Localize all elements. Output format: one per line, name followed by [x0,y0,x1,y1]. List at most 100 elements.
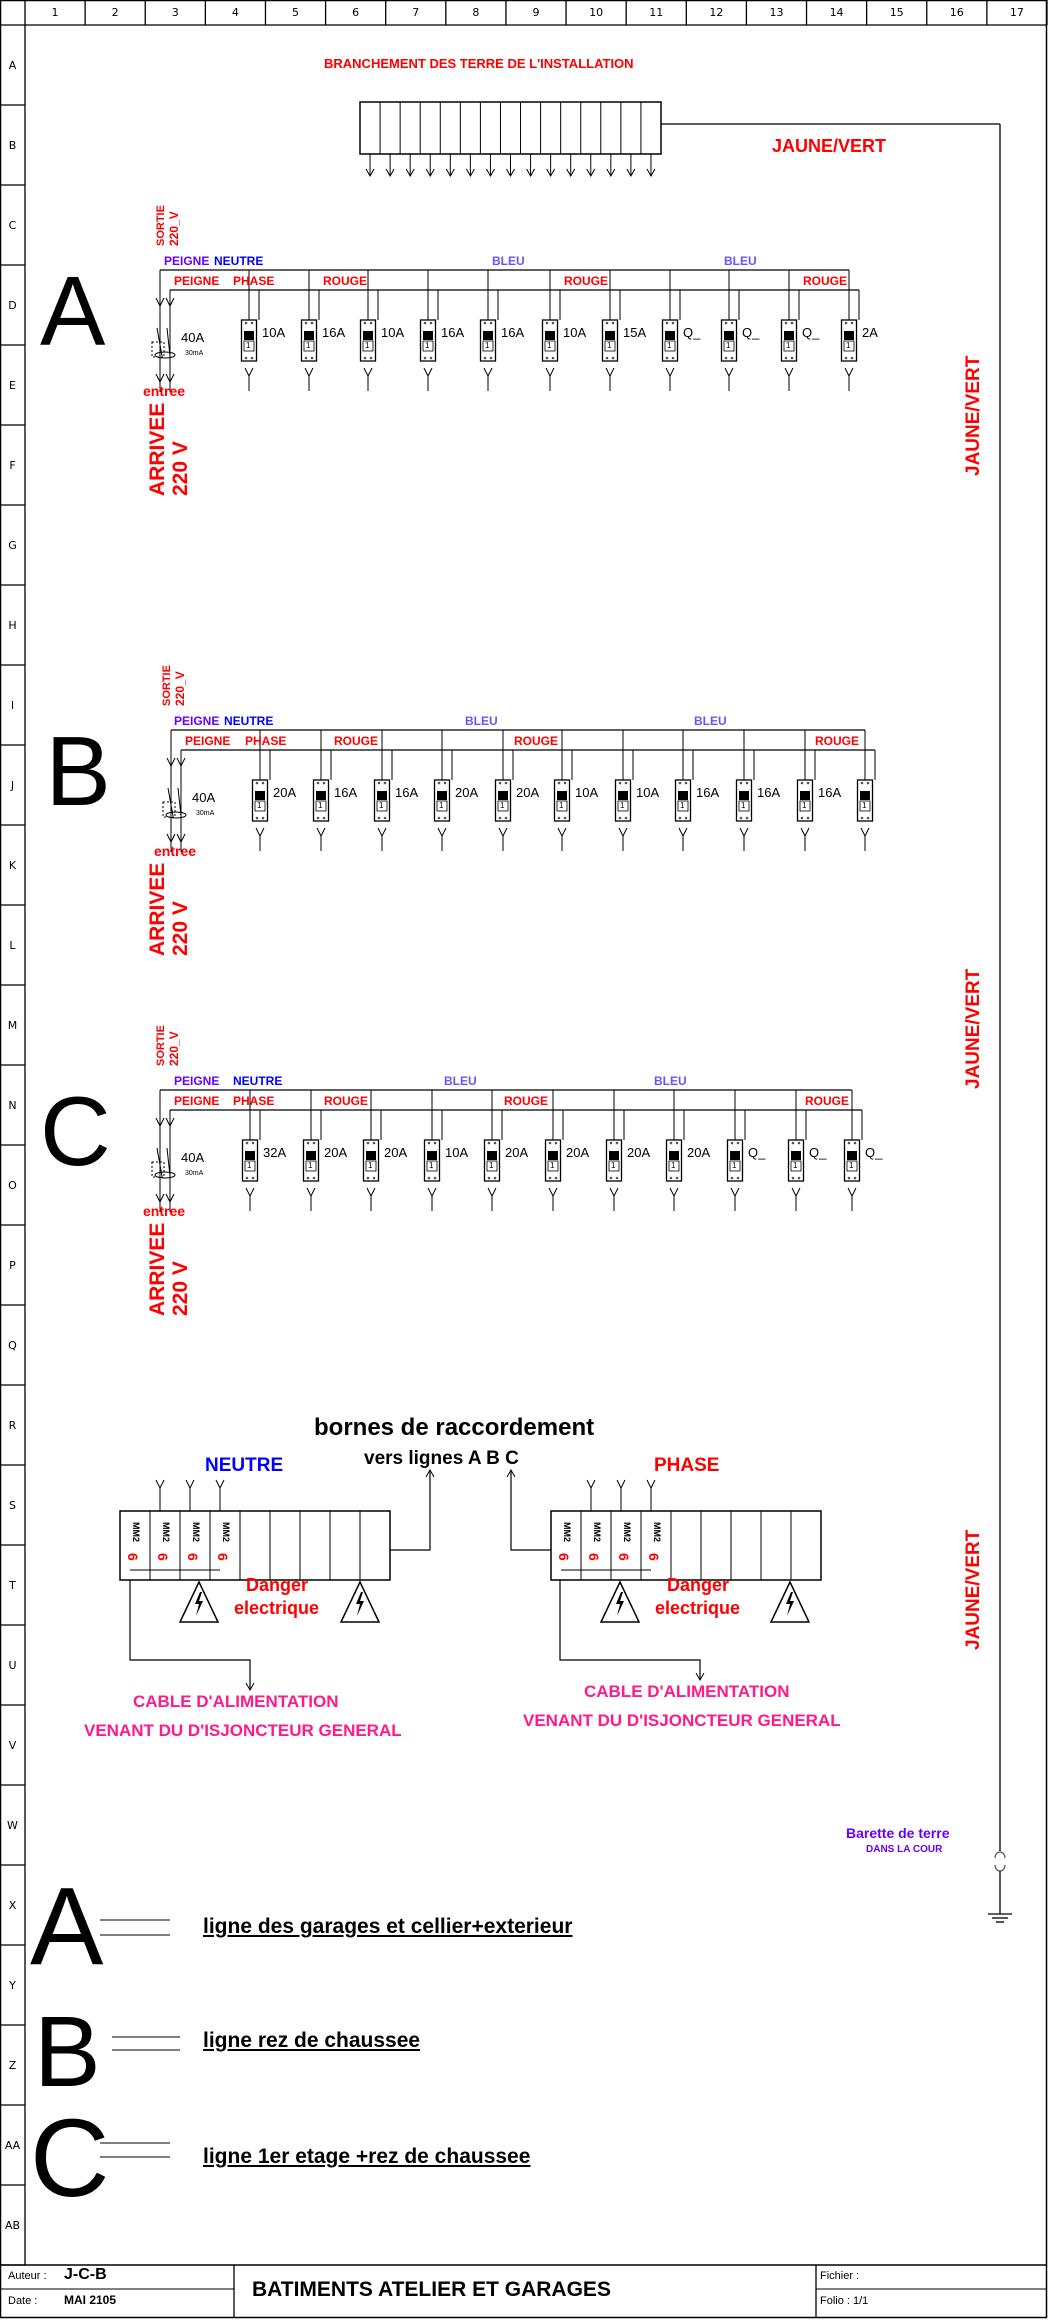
breaker-toggle-icon [665,331,675,340]
arrivee-label: ARRIVEE [146,1222,169,1316]
breaker-rating: 16A [501,325,525,340]
breaker-rating: 20A [505,1145,529,1160]
breaker-screw-icon [483,321,487,325]
breaker-marking-box [254,800,266,812]
breaker-rating: 10A [381,325,405,340]
lightning-bolt-icon [616,1592,624,1616]
neutral-terminal-unit: MM2 [131,1522,141,1542]
phase-terminal-section: 6 [556,1553,572,1561]
breaker-screw-icon [563,781,567,785]
breaker-toggle-icon [791,1151,801,1160]
breaker-marking: 1 [793,1161,798,1170]
breaker-screw-icon [377,781,381,785]
breaker-marking-box [783,340,795,352]
breaker-screw-icon [372,1176,376,1180]
main-breaker-sensitivity: 30mA [185,350,204,357]
grid-row-label: K [8,859,17,872]
breaker-output-icon [724,367,734,378]
main-breaker-terminal-icon [165,373,175,384]
breaker-screw-icon [244,321,248,325]
breaker-screw-icon [671,356,675,360]
neutral-terminal-unit: MM2 [191,1522,201,1542]
breaker-marking: 1 [425,341,430,350]
breaker-toggle-icon [618,791,628,800]
breaker-output-icon [557,827,567,838]
main-breaker-switch-icon [156,327,171,357]
phase-terminal-section: 6 [616,1553,632,1561]
breaker-screw-icon [797,1141,801,1145]
grid-row-label: O [8,1179,17,1192]
breaker-rating: 16A [441,325,465,340]
breaker-screw-icon [557,816,561,820]
earth-side-label-1: JAUNE/VERT [963,355,984,476]
earth-arrow-icon [465,168,475,178]
breaker-screw-icon [806,781,810,785]
breaker-output-icon [844,367,854,378]
earth-arrow-icon [405,168,415,178]
terminals-subtitle: vers lignes A B C [364,1448,519,1469]
breaker-marking-box [482,340,494,352]
bleu-label: BLEU [654,1074,687,1088]
arrow-down-icon [695,1672,705,1682]
lightning-bolt-icon [195,1592,203,1616]
bleu-label: BLEU [694,714,727,728]
arrivee-voltage-label: 220 V [169,901,192,956]
legend-letter-c: C [30,2097,110,2220]
panel-letter: C [40,1076,111,1186]
neutral-to-lines-wire [390,1470,431,1551]
earth-arrow-icon [626,168,636,178]
grid-row-label: T [9,1579,16,1592]
grid-row-label: X [8,1899,17,1912]
sortie-voltage-label: 220_V [172,671,187,706]
breaker-screw-icon [504,781,508,785]
breaker-screw-icon [255,781,259,785]
breaker-screw-icon [724,321,728,325]
cable-label2-left: VENANT DU D'ISJONCTEUR GENERAL [84,1721,402,1740]
breaker-output-icon [363,367,373,378]
breaker-screw-icon [791,1176,795,1180]
legend-letter-a: A [30,1865,104,1988]
earth-arrow-icon [646,168,656,178]
grid-row-label: D [8,299,17,312]
phase-terminal-section: 6 [586,1553,602,1561]
phase-terminal-block [550,1510,822,1581]
breaker-marking: 1 [246,341,251,350]
breaker-marking: 1 [439,801,444,810]
breaker-rating: 10A [445,1145,469,1160]
breaker-screw-icon [866,816,870,820]
legend-text-b: ligne rez de chaussee [203,2029,421,2052]
breaker-rating: 20A [455,785,479,800]
breaker-marking: 1 [247,1161,252,1170]
neutre-label: NEUTRE [233,1074,283,1088]
breaker-screw-icon [850,356,854,360]
breaker-screw-icon [611,356,615,360]
breaker-screw-icon [423,321,427,325]
breaker-screw-icon [322,816,326,820]
breaker-output-icon [609,1187,619,1198]
breaker-screw-icon [800,816,804,820]
grid-column-label: 10 [589,6,604,19]
bleu-label: BLEU [465,714,498,728]
breaker-marking: 1 [429,1161,434,1170]
breaker-toggle-icon [784,331,794,340]
breaker-screw-icon [255,816,259,820]
phase-terminal-label: PHASE [654,1455,720,1476]
breaker-rating: 20A [273,785,297,800]
breaker-rating: 32A [263,1145,287,1160]
breaker-marking-box [604,340,616,352]
breaker-rating: Q_ [809,1145,827,1160]
breaker-screw-icon [853,1176,857,1180]
breaker-output-icon [306,1187,316,1198]
breaker-screw-icon [363,321,367,325]
breaker-rating: 16A [757,785,781,800]
date-label: Date : [8,2295,38,2307]
breaker-marking: 1 [732,1161,737,1170]
breaker-screw-icon [618,816,622,820]
rouge-label: ROUGE [564,274,609,288]
earth-side-label-3: JAUNE/VERT [963,1529,984,1650]
arrivee-label: ARRIVEE [146,402,169,496]
main-breaker-switch-icon [156,1147,171,1177]
breaker-marking: 1 [500,801,505,810]
rcd-toroid-icon [165,811,187,819]
breaker-screw-icon [261,781,265,785]
